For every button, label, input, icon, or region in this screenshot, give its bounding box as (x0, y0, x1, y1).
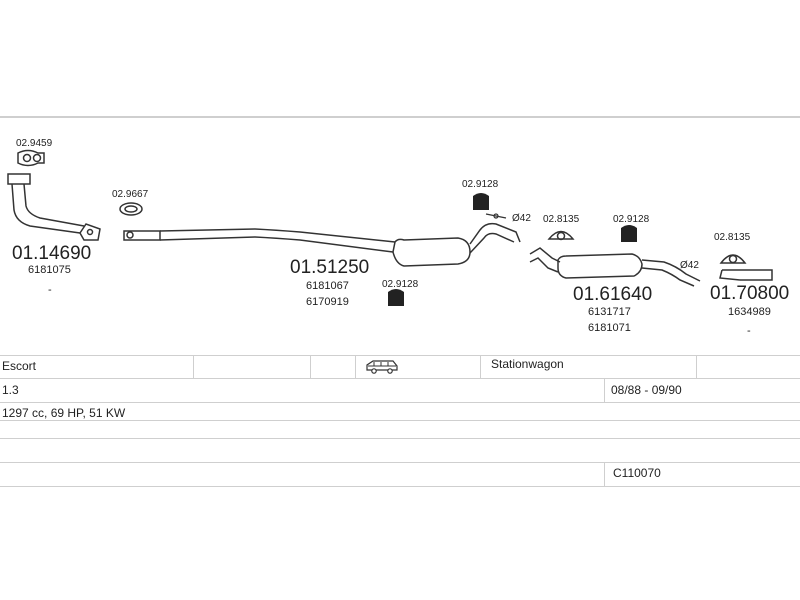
gasket-icon-2 (119, 202, 143, 216)
rubber-2-label: 02.9128 (462, 179, 499, 190)
rear-silencer (529, 247, 701, 287)
rear-code: 01.61640 (573, 284, 652, 305)
rear-oem-2: 6181071 (588, 322, 631, 334)
vehicle-model: Escort (2, 359, 37, 373)
table-divider (355, 355, 356, 378)
clamp-icon-1 (485, 213, 507, 219)
front-pipe-marker: - (48, 284, 52, 296)
rear-oem-1: 6131717 (588, 306, 631, 318)
rubber-3-label: 02.9128 (613, 214, 650, 225)
table-divider (604, 378, 605, 402)
clamp-2-label: Ø42 (680, 260, 699, 271)
table-line (0, 355, 800, 356)
table-line (0, 378, 800, 379)
table-divider (696, 355, 697, 378)
table-divider (310, 355, 311, 378)
middle-oem-2: 6170919 (306, 296, 349, 308)
table-divider (193, 355, 194, 378)
top-divider (0, 116, 800, 118)
vehicle-years: 08/88 - 09/90 (611, 383, 682, 397)
clamp-1-label: Ø42 (512, 213, 531, 224)
front-pipe-oem: 6181075 (28, 264, 71, 276)
vehicle-engine: 1.3 (2, 383, 19, 397)
station-wagon-icon (366, 360, 398, 374)
rubber-mount-icon-1 (388, 289, 404, 306)
vehicle-specs: 1297 cc, 69 HP, 51 KW (2, 406, 126, 420)
tail-pipe (719, 269, 773, 281)
gasket-1-label: 02.9459 (16, 138, 53, 149)
flange-icon-2 (719, 254, 747, 264)
front-pipe-code: 01.14690 (12, 243, 91, 264)
rubber-1-label: 02.9128 (382, 279, 419, 290)
flange-1-label: 02.8135 (543, 214, 580, 225)
gasket-2-label: 02.9667 (112, 189, 149, 200)
middle-silencer (123, 222, 521, 267)
table-line (0, 420, 800, 421)
table-divider (480, 355, 481, 378)
front-pipe (7, 173, 101, 241)
flange-icon-1 (547, 230, 575, 241)
vehicle-body: Stationwagon (491, 357, 564, 371)
gasket-icon-1 (17, 149, 45, 167)
table-line (0, 462, 800, 463)
table-divider (604, 462, 605, 486)
middle-code: 01.51250 (290, 257, 369, 278)
flange-2-label: 02.8135 (714, 232, 751, 243)
catalog-code: C110070 (613, 466, 661, 480)
rubber-mount-icon-2 (473, 193, 489, 210)
table-line (0, 438, 800, 439)
tail-marker: - (747, 325, 751, 337)
tail-oem: 1634989 (728, 306, 771, 318)
middle-oem-1: 6181067 (306, 280, 349, 292)
rubber-mount-icon-3 (621, 225, 637, 242)
table-line (0, 402, 800, 403)
exhaust-diagram: 02.9459 01.14690 6181075 - 02.9667 01.51… (7, 138, 789, 337)
table-line (0, 486, 800, 487)
tail-code: 01.70800 (710, 283, 789, 304)
